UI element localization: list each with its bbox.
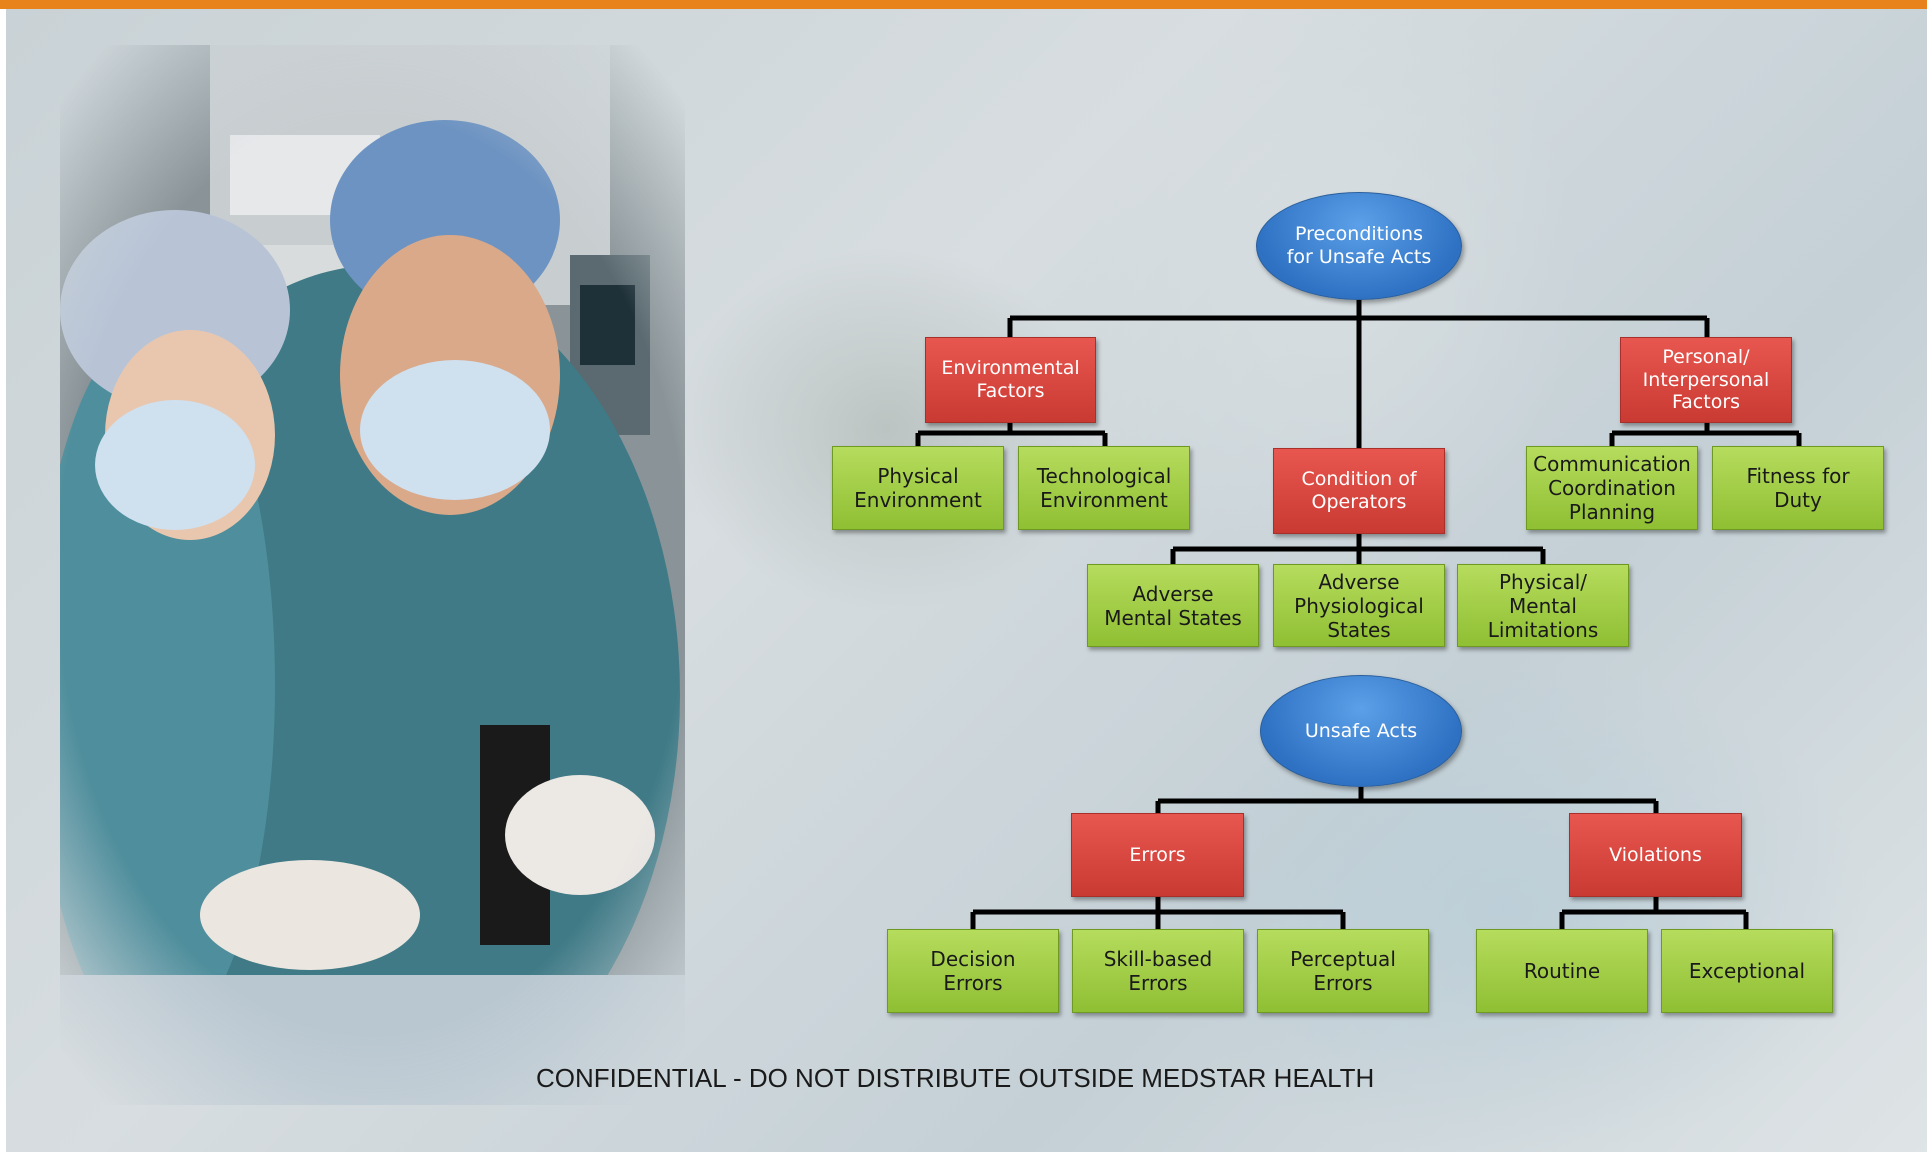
photo-illustration (60, 45, 685, 1105)
physical-mental-limitations-node: Physical/ Mental Limitations (1457, 564, 1629, 647)
confidentiality-footer: CONFIDENTIAL - DO NOT DISTRIBUTE OUTSIDE… (536, 1063, 1375, 1093)
fitness-for-duty-node: Fitness for Duty (1712, 446, 1884, 530)
personal-interpersonal-factors-node: Personal/ Interpersonal Factors (1620, 337, 1792, 423)
environmental-factors-node: Environmental Factors (925, 337, 1096, 423)
adverse-mental-states-node: Adverse Mental States (1087, 564, 1259, 647)
condition-of-operators-node: Condition of Operators (1273, 448, 1445, 534)
skill-based-errors-node: Skill-based Errors (1072, 929, 1244, 1013)
decision-errors-node: Decision Errors (887, 929, 1059, 1013)
adverse-physiological-states-node: Adverse Physiological States (1273, 564, 1445, 647)
technological-environment-node: Technological Environment (1018, 446, 1190, 530)
violations-node: Violations (1569, 813, 1742, 897)
physical-environment-node: Physical Environment (832, 446, 1004, 530)
communication-node: Communication Coordination Planning (1526, 446, 1698, 530)
preconditions-node: Preconditions for Unsafe Acts (1256, 192, 1462, 300)
perceptual-errors-node: Perceptual Errors (1257, 929, 1429, 1013)
surgical-team-photo (60, 45, 685, 1105)
exceptional-node: Exceptional (1661, 929, 1833, 1013)
errors-node: Errors (1071, 813, 1244, 897)
unsafe-acts-node: Unsafe Acts (1260, 675, 1462, 787)
top-accent-bar (0, 0, 1927, 9)
routine-node: Routine (1476, 929, 1648, 1013)
